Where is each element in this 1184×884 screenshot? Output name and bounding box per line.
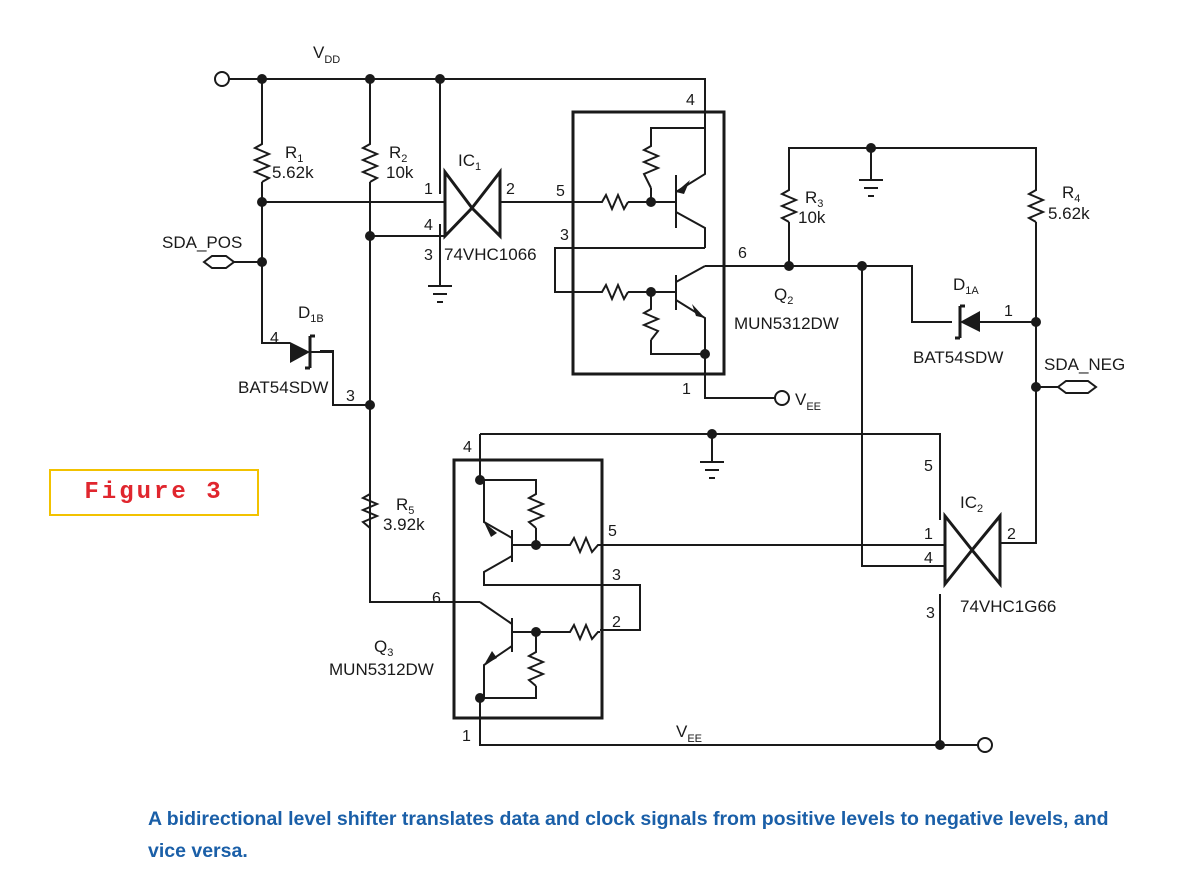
d1b-pin-4: 4 [270, 330, 279, 347]
q2-ref: Q2 [774, 285, 793, 307]
figure-caption: A bidirectional level shifter translates… [148, 808, 1109, 862]
r2-resistor [360, 140, 380, 183]
d1b-pin-3: 3 [346, 388, 355, 405]
r1-resistor [252, 140, 272, 183]
vee-label-top: VEE [795, 390, 821, 413]
vee-terminal-bottom [977, 737, 993, 753]
ic1-pin-4: 4 [424, 217, 433, 234]
q3-pin-1: 1 [462, 728, 471, 745]
sda-pos-connector [202, 255, 236, 269]
q3-pin-6: 6 [432, 590, 441, 607]
q2-pin-4: 4 [686, 92, 695, 109]
d1b-diode-symbol [290, 334, 333, 370]
wires [229, 78, 1060, 746]
r2-ref: R2 [389, 143, 407, 165]
r5-ref: R5 [396, 495, 414, 517]
vee-label-bottom: VEE [676, 722, 702, 745]
q3-pin-4: 4 [463, 439, 472, 456]
q3-part: MUN5312DW [329, 660, 434, 679]
figure-label: Figure 3 [84, 479, 224, 506]
sda-neg-label: SDA_NEG [1044, 355, 1125, 374]
r4-resistor [1026, 186, 1046, 223]
ic1-pin-3: 3 [424, 247, 433, 264]
ic1-pin-2: 2 [506, 181, 515, 198]
junction-dots [257, 74, 1041, 750]
d1a-diode-symbol [955, 304, 980, 340]
ic1-part: 74VHC1066 [444, 245, 537, 264]
q3-pin-5: 5 [608, 523, 617, 540]
d1a-part: BAT54SDW [913, 348, 1003, 367]
q2-pin-6: 6 [738, 245, 747, 262]
figure-label-box: Figure 3 [49, 469, 259, 516]
r4-value: 5.62k [1048, 204, 1090, 223]
ic2-pin-4: 4 [924, 550, 933, 567]
ic1-switch-symbol [443, 167, 502, 240]
r3-resistor [779, 186, 799, 223]
ground-symbol-top-right [859, 179, 883, 197]
q3-ref: Q3 [374, 637, 393, 659]
ic2-pin-3: 3 [926, 605, 935, 622]
ic1-ref: IC1 [458, 151, 481, 173]
q3-package-box [452, 458, 604, 720]
sda-pos-label: SDA_POS [162, 233, 242, 252]
d1a-ref: D1A [953, 275, 979, 297]
ic2-pin-1: 1 [924, 526, 933, 543]
q2-package-box [571, 110, 726, 376]
q3-pin-3: 3 [612, 567, 621, 584]
vdd-label: VDD [313, 43, 340, 66]
r3-ref: R3 [805, 188, 823, 210]
r1-value: 5.62k [272, 163, 314, 182]
r5-value: 3.92k [383, 515, 425, 534]
ground-symbol-q3 [700, 461, 724, 479]
q2-pin-1: 1 [682, 381, 691, 398]
resistor-zigzags [252, 140, 1046, 687]
r1-ref: R1 [285, 143, 303, 165]
d1b-part: BAT54SDW [238, 378, 328, 397]
r4-ref: R4 [1062, 183, 1080, 205]
r5-resistor [360, 490, 380, 529]
r2-value: 10k [386, 163, 414, 182]
ic2-part: 74VHC1G66 [960, 597, 1056, 616]
d1a-pin-1: 1 [1004, 303, 1013, 320]
vdd-terminal [214, 71, 230, 87]
ic1-pin-1: 1 [424, 181, 433, 198]
q2-pin-3: 3 [560, 227, 569, 244]
d1b-ref: D1B [298, 303, 324, 325]
q3-pin-2: 2 [612, 614, 621, 631]
ic2-switch-symbol [943, 511, 1002, 589]
ic2-pin-5: 5 [924, 458, 933, 475]
vee-terminal-top [774, 390, 790, 406]
q2-pin-5: 5 [556, 183, 565, 200]
q2-part: MUN5312DW [734, 314, 839, 333]
ic2-ref: IC2 [960, 493, 983, 515]
ic2-pin-2: 2 [1007, 526, 1016, 543]
ground-symbol-ic1 [428, 285, 452, 303]
r3-value: 10k [798, 208, 826, 227]
sda-neg-connector [1056, 380, 1098, 394]
